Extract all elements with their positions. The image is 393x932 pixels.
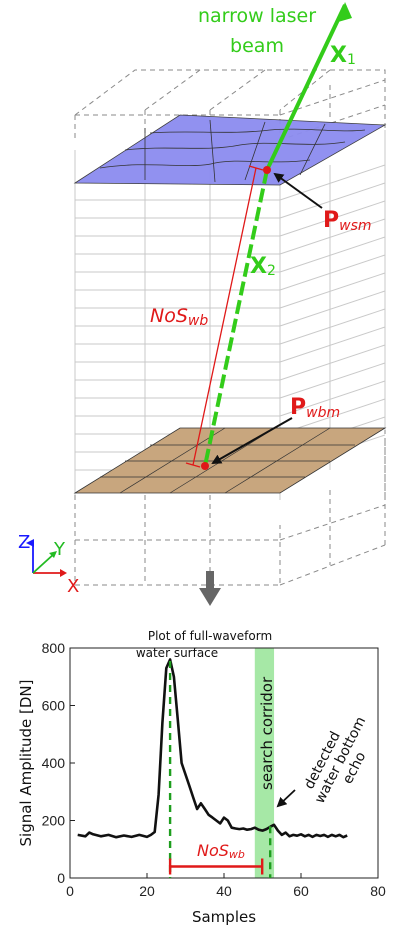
voxel-grid	[74, 69, 386, 586]
pwsm-label: Pwsm	[323, 208, 372, 234]
y-tick-label: 200	[42, 813, 66, 829]
beam-label-line2: beam	[230, 35, 284, 57]
x1-label: X1	[330, 43, 356, 68]
axis-z-label: Z	[18, 532, 30, 553]
water-surface	[73, 114, 387, 186]
axis-y-label: Y	[53, 539, 66, 560]
x-tick-label: 60	[293, 883, 309, 899]
detected-echo-annotation: detected water bottom echo	[301, 714, 369, 806]
voxel-row-line	[279, 308, 386, 345]
search-corridor-band	[254, 648, 275, 878]
y-axis-label: Signal Amplitude [DN]	[17, 680, 35, 847]
water-surface-plane	[73, 114, 387, 186]
x-tick-label: 0	[66, 883, 74, 899]
voxel-row-line	[279, 326, 386, 363]
down-arrow-icon	[199, 571, 221, 606]
water-bottom	[73, 427, 387, 494]
voxel-row-line	[279, 272, 386, 309]
pwbm-label: Pwbm	[290, 395, 340, 421]
water-surface-annotation: water surface	[136, 646, 218, 660]
coordinate-axes-icon: Z Y X	[18, 532, 79, 597]
voxel-row-line	[279, 182, 386, 219]
voxel-row-line	[279, 290, 386, 327]
y-tick-label: 400	[42, 755, 66, 771]
chart-title: Plot of full-waveform	[148, 629, 272, 643]
voxel-row-line	[279, 380, 386, 417]
water-bottom-plane	[73, 427, 387, 494]
y-tick-label: 0	[57, 870, 65, 886]
x-tick-label: 80	[370, 883, 386, 899]
nos-chart-label: NoSwb	[197, 841, 245, 861]
nos-measure	[185, 165, 264, 468]
voxel-row-line	[279, 362, 386, 399]
waveform-line	[77, 658, 348, 839]
echo-pointer-arrow	[276, 789, 296, 808]
voxel-row-line	[279, 344, 386, 381]
beam-label-line1: narrow laser	[198, 5, 316, 27]
x-tick-label: 40	[216, 883, 232, 899]
beam-segment-x1	[265, 4, 347, 171]
nos-diagram-label: NoSwb	[150, 305, 208, 329]
voxel-row-line	[279, 200, 386, 237]
beam-arrowhead	[338, 2, 352, 22]
y-tick-label: 800	[42, 640, 66, 656]
search-corridor-annotation: search corridor	[258, 676, 276, 790]
voxel-row-line	[279, 254, 386, 291]
x2-label: X2	[250, 254, 276, 279]
voxel-row-line	[279, 236, 386, 273]
point-wsm	[263, 166, 271, 174]
axis-x-label: X	[67, 576, 79, 597]
point-wbm	[201, 462, 209, 470]
pwsm-pointer-arrow	[273, 172, 323, 209]
beam-segment-x2	[203, 169, 269, 467]
laser-beam	[203, 2, 352, 467]
pwbm-pointer-arrow	[211, 417, 293, 464]
voxel-row-line	[279, 164, 386, 201]
voxel-row-line	[279, 218, 386, 255]
y-tick-label: 600	[42, 698, 66, 714]
x-axis-label: Samples	[192, 908, 256, 926]
x-tick-label: 20	[139, 883, 155, 899]
